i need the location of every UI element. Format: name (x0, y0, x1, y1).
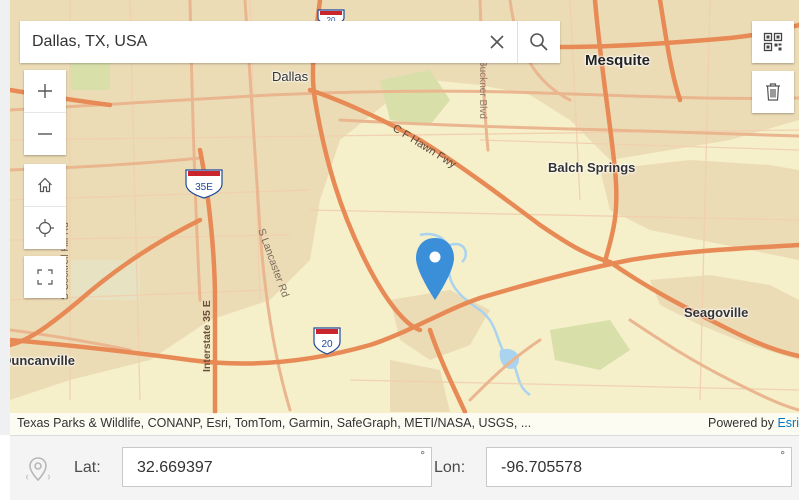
shield-i20-top-label: 20 (327, 16, 336, 25)
home-icon (38, 177, 52, 193)
road-label-i35e: Interstate 35 E (201, 300, 213, 372)
lon-degree-symbol: ° (780, 448, 785, 462)
minus-icon (38, 133, 52, 135)
fullscreen-control (24, 256, 66, 298)
plus-icon (38, 84, 52, 98)
lon-label: Lon: (434, 459, 466, 476)
coordinate-bar: Lat: 32.669397 ° Lon: -96.705578 ° (10, 435, 799, 500)
clear-search-button[interactable] (477, 21, 517, 63)
road-label-buckner: Buckner Blvd (477, 60, 488, 119)
lat-degree-symbol: ° (420, 448, 425, 462)
city-label-duncanville: Duncanville (10, 353, 75, 368)
city-label-seagoville: Seagoville (684, 305, 749, 320)
delete-button[interactable] (752, 71, 794, 113)
shield-i20-bottom-label: 20 (321, 339, 333, 350)
zoom-out-button[interactable] (24, 112, 66, 155)
crosshair-icon (36, 219, 54, 237)
close-icon (490, 35, 504, 49)
location-pin-icon[interactable] (416, 238, 454, 300)
shield-i35e: 35E (185, 169, 223, 199)
powered-by: Powered by Esri (708, 416, 799, 430)
trash-control (752, 71, 794, 113)
qr-code-control (752, 21, 794, 63)
lon-value: -96.705578 (501, 459, 582, 476)
search-icon (530, 33, 548, 51)
esri-link[interactable]: Esri (777, 416, 799, 430)
lat-value: 32.669397 (137, 459, 213, 476)
attribution-text[interactable]: Texas Parks & Wildlife, CONANP, Esri, To… (17, 416, 532, 430)
lat-input[interactable]: 32.669397 ° (122, 447, 432, 487)
home-button[interactable] (24, 164, 66, 206)
fullscreen-button[interactable] (24, 256, 66, 298)
basemap: 35E 20 20 C F Hawn Fwy Buckner Blvd S La… (10, 0, 799, 415)
map-left-edge (0, 0, 10, 435)
map-attribution: Texas Parks & Wildlife, CONANP, Esri, To… (10, 413, 799, 435)
fullscreen-icon (37, 269, 53, 285)
shield-i35e-label: 35E (195, 182, 213, 193)
lon-input[interactable]: -96.705578 ° (486, 447, 792, 487)
location-marker-icon[interactable] (24, 455, 52, 483)
zoom-in-button[interactable] (24, 70, 66, 112)
search-box (20, 21, 560, 63)
search-input[interactable] (20, 21, 477, 63)
road-label-cf-hawn: C F Hawn Fwy (390, 122, 458, 171)
trash-icon (766, 83, 780, 101)
lake (499, 348, 520, 369)
locate-button[interactable] (24, 206, 66, 249)
qr-code-button[interactable] (752, 21, 794, 63)
city-label-mesquite: Mesquite (585, 52, 651, 69)
city-label-balch-springs: Balch Springs (548, 160, 636, 175)
powered-by-label: Powered by (707, 416, 778, 430)
search-button[interactable] (517, 21, 560, 63)
qr-code-icon (763, 32, 783, 52)
park-areas (70, 60, 630, 370)
lat-label: Lat: (74, 459, 101, 476)
navigation-controls (24, 164, 66, 249)
shield-i20-bottom: 20 (313, 327, 341, 355)
city-label-dallas: Dallas (272, 69, 309, 84)
zoom-controls (24, 70, 66, 155)
map-view[interactable]: 35E 20 20 C F Hawn Fwy Buckner Blvd S La… (10, 0, 799, 435)
